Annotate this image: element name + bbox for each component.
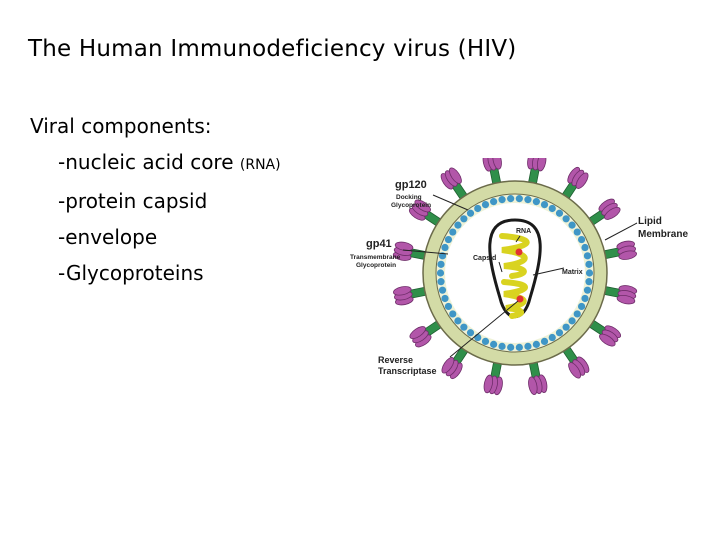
matrix-dot	[460, 215, 467, 222]
list-item-glycoproteins: -Glycoproteins	[30, 255, 281, 291]
matrix-dot	[541, 201, 548, 208]
reverse-transcriptase-upper	[516, 249, 523, 256]
label-gp41-desc-2: Glycoprotein	[356, 262, 396, 269]
item-text: -nucleic acid core	[58, 150, 234, 174]
matrix-dot	[586, 269, 593, 276]
matrix-dot	[498, 343, 505, 350]
item-note: (RNA)	[240, 157, 281, 173]
hiv-diagram: gp120 Docking Glycoprotein gp41 Transmem…	[340, 158, 720, 408]
matrix-dot	[568, 222, 575, 229]
matrix-dot	[498, 196, 505, 203]
matrix-dot	[474, 205, 481, 212]
matrix-dot	[437, 269, 444, 276]
matrix-dot	[578, 236, 585, 243]
label-gp120: gp120	[395, 179, 427, 191]
matrix-dot	[584, 252, 591, 259]
matrix-dot	[516, 195, 523, 202]
matrix-dot	[563, 215, 570, 222]
matrix-dot	[467, 210, 474, 217]
matrix-dot	[556, 329, 563, 336]
matrix-dot	[482, 338, 489, 345]
label-capsid: Capsid	[473, 255, 496, 262]
label-gp41: gp41	[366, 238, 392, 250]
matrix-dot	[533, 341, 540, 348]
matrix-dot	[507, 195, 514, 202]
component-list: Viral components: -nucleic acid core (RN…	[30, 108, 281, 291]
label-transcriptase: Transcriptase	[378, 366, 437, 376]
matrix-dot	[454, 317, 461, 324]
matrix-dot	[541, 338, 548, 345]
matrix-dot	[574, 228, 581, 235]
matrix-dot	[574, 310, 581, 317]
matrix-dot	[585, 261, 592, 268]
label-reverse: Reverse	[378, 355, 413, 365]
label-gp120-desc-2: Glycoprotein	[391, 202, 431, 209]
matrix-dot	[490, 341, 497, 348]
slide-title: The Human Immunodeficiency virus (HIV)	[28, 36, 516, 62]
label-membrane: Membrane	[638, 229, 688, 240]
matrix-dot	[581, 295, 588, 302]
list-item-envelope: -envelope	[30, 219, 281, 255]
matrix-dot	[549, 334, 556, 341]
matrix-dot	[449, 228, 456, 235]
list-intro: Viral components:	[30, 108, 281, 144]
list-item-capsid: -protein capsid	[30, 183, 281, 219]
matrix-dot	[449, 310, 456, 317]
list-item-nucleic-acid: -nucleic acid core (RNA)	[30, 144, 281, 183]
label-gp41-desc-1: Transmembrane	[350, 254, 401, 261]
matrix-dot	[445, 303, 452, 310]
matrix-dot	[563, 324, 570, 331]
matrix-dot	[439, 287, 446, 294]
matrix-dot	[467, 329, 474, 336]
matrix-dot	[460, 324, 467, 331]
matrix-dot	[474, 334, 481, 341]
matrix-dot	[578, 303, 585, 310]
matrix-dot	[454, 222, 461, 229]
label-gp120-desc-1: Docking	[396, 194, 422, 201]
label-lipid: Lipid	[638, 216, 662, 227]
matrix-dot	[524, 196, 531, 203]
matrix-dot	[581, 244, 588, 251]
matrix-dot	[585, 278, 592, 285]
matrix-dot	[437, 278, 444, 285]
matrix-dot	[445, 236, 452, 243]
matrix-dot	[524, 343, 531, 350]
matrix-dot	[568, 317, 575, 324]
matrix-dot	[482, 201, 489, 208]
matrix-dot	[441, 244, 448, 251]
label-matrix: Matrix	[562, 269, 583, 276]
matrix-dot	[549, 205, 556, 212]
matrix-dot	[507, 344, 514, 351]
label-rna: RNA	[516, 228, 531, 235]
matrix-dot	[437, 261, 444, 268]
matrix-dot	[516, 344, 523, 351]
matrix-dot	[556, 210, 563, 217]
matrix-dot	[490, 198, 497, 205]
matrix-dot	[584, 287, 591, 294]
matrix-dot	[533, 198, 540, 205]
matrix-dot	[441, 295, 448, 302]
